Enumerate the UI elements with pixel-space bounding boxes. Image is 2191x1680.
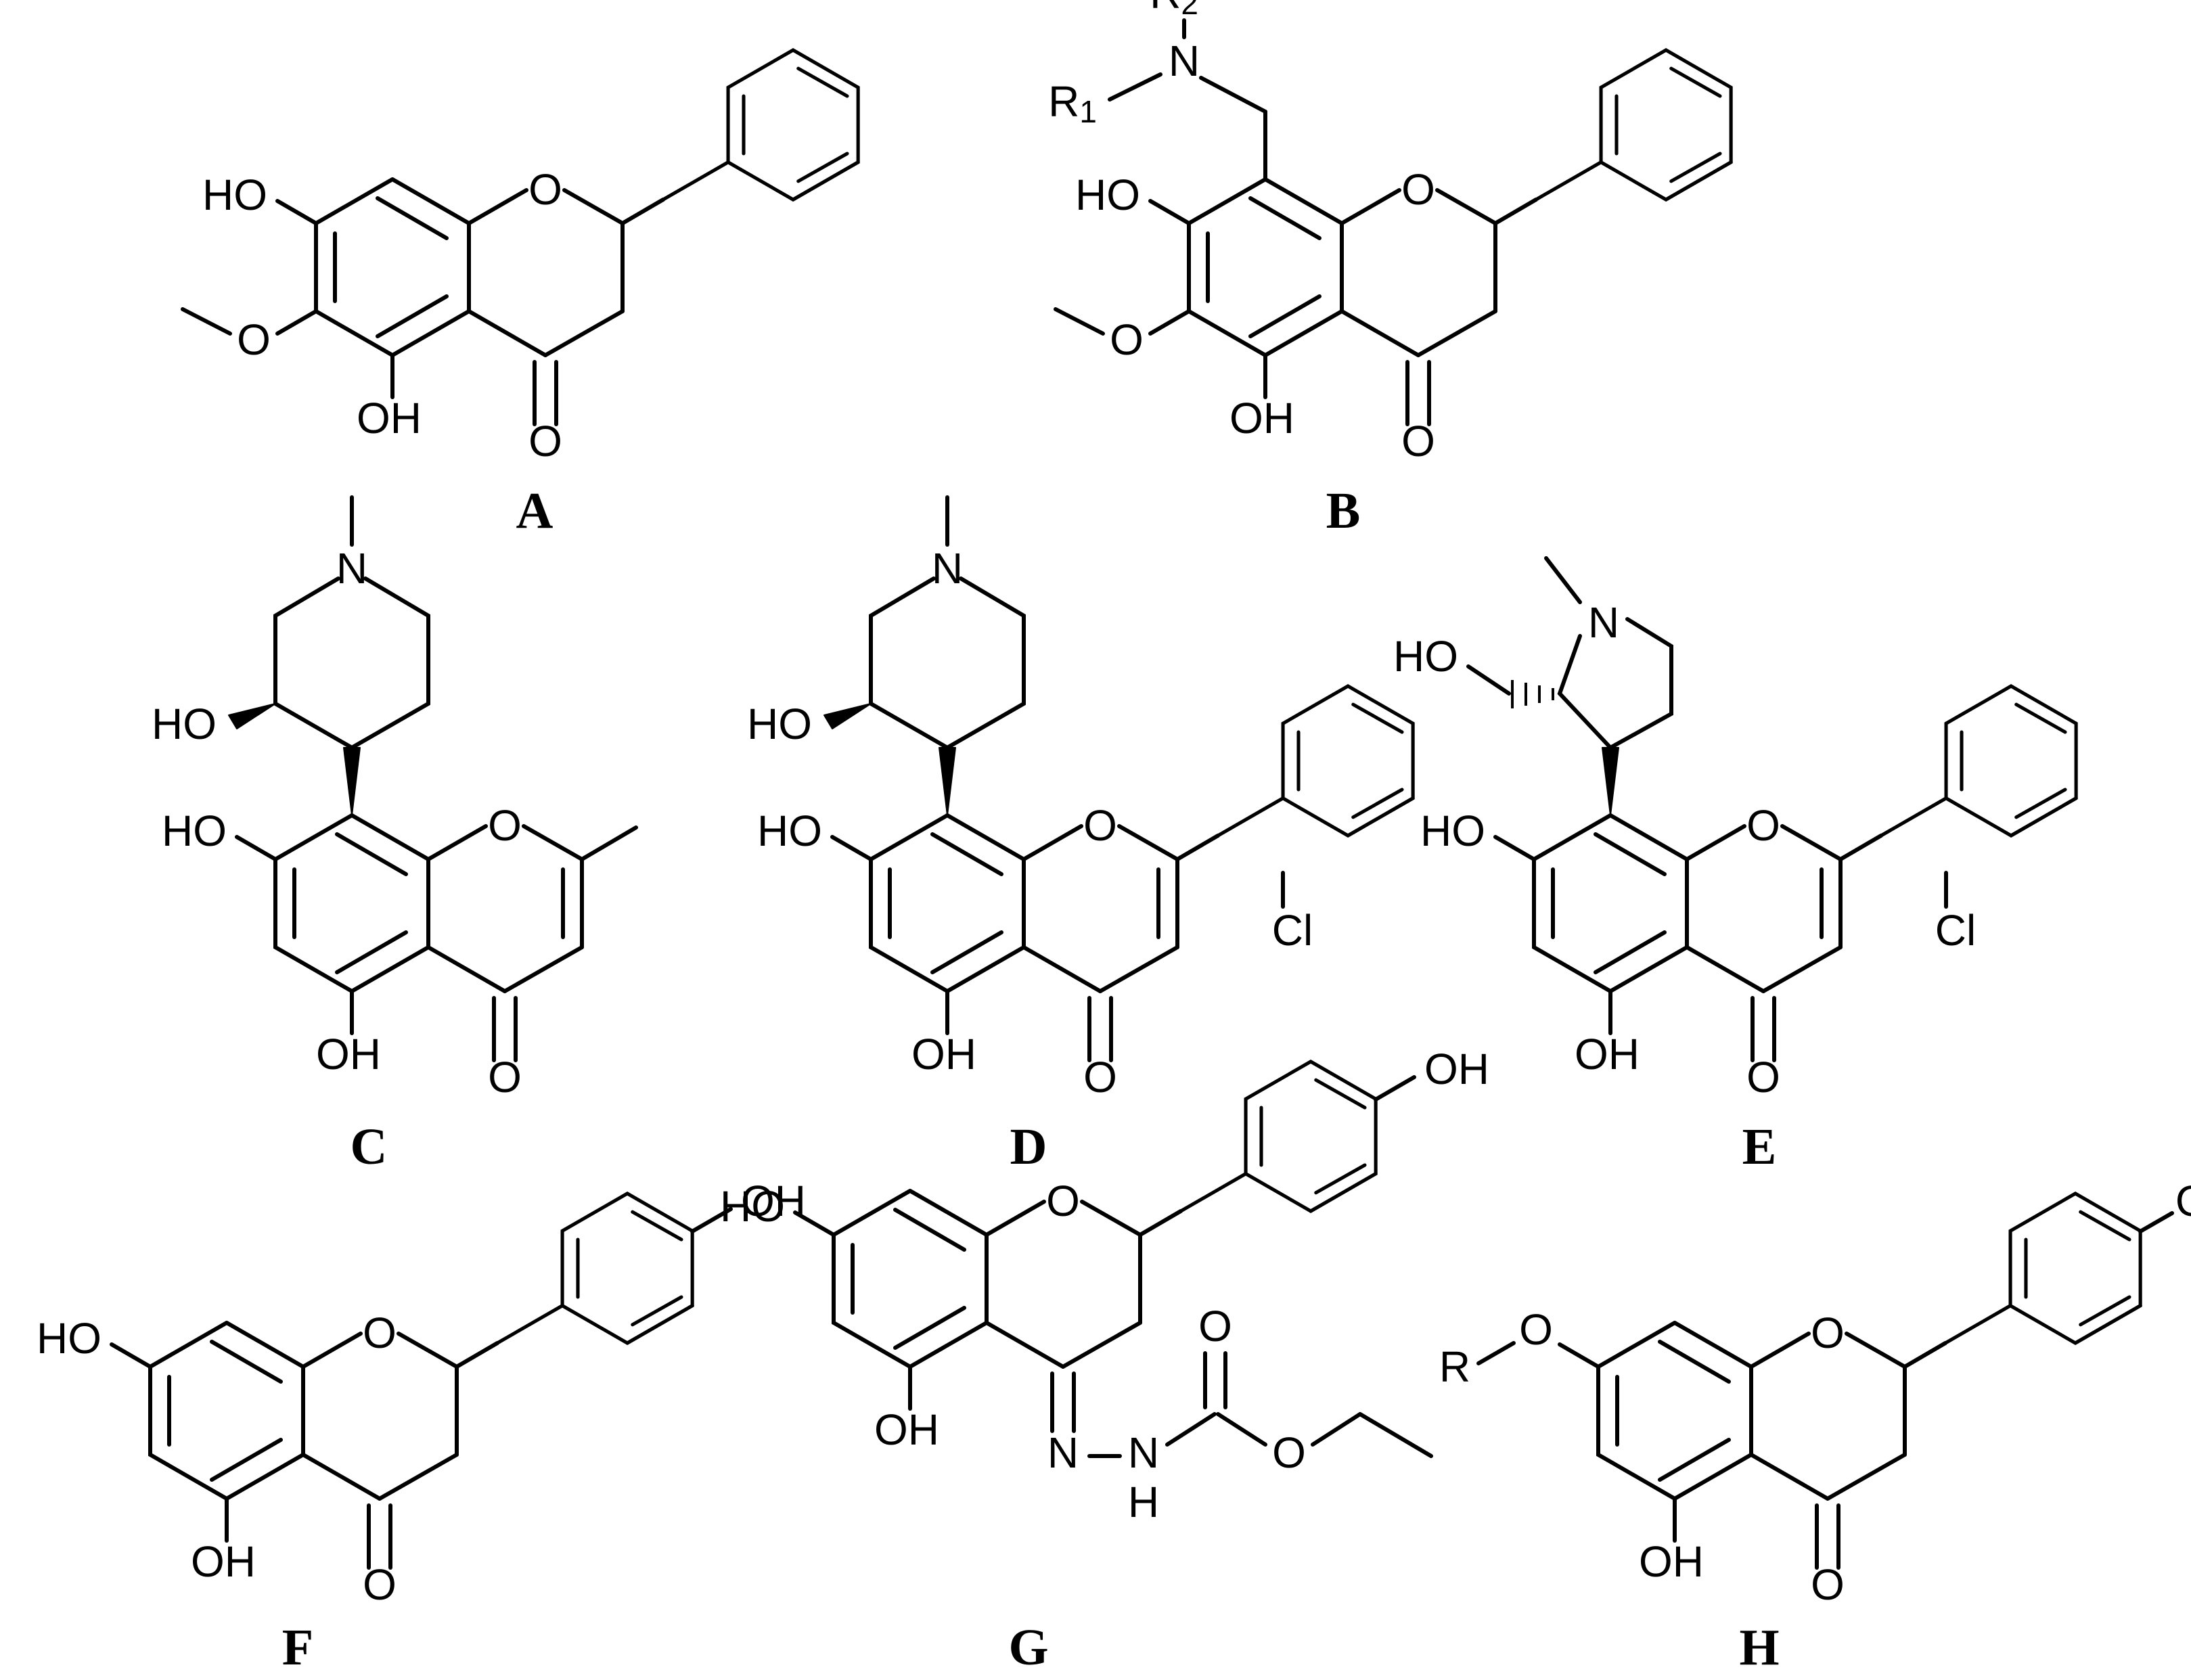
r2-group: R2: [1150, 0, 1198, 21]
carbonyl-oxygen: O: [1811, 1560, 1845, 1609]
compound-label-b: B: [1326, 482, 1361, 539]
chloro-substituent: Cl: [1935, 906, 1976, 955]
compound-h: O O O R OH OH: [1439, 1177, 2191, 1609]
r-group: R: [1439, 1342, 1470, 1391]
chloro-substituent: Cl: [1272, 906, 1313, 955]
compound-label-h: H: [1739, 1619, 1779, 1676]
hydroxyl-7: HO: [720, 1182, 785, 1231]
compound-e: O O HO OH N HO Cl: [1393, 556, 2076, 1102]
hydroxyl-4-prime: OH: [2175, 1177, 2191, 1225]
hydroxyl-3-prime: HO: [152, 700, 217, 748]
imine-nitrogen: N: [1047, 1428, 1079, 1477]
hydroxyl-5: OH: [1229, 394, 1294, 442]
compound-label-f: F: [282, 1619, 313, 1676]
methoxy-oxygen: O: [237, 315, 271, 364]
carbonyl-oxygen: O: [1746, 1053, 1780, 1102]
ring-oxygen: O: [1746, 801, 1780, 850]
ether-oxygen: O: [1519, 1305, 1553, 1354]
hydroxyl-7: HO: [1075, 171, 1140, 219]
hydroxymethyl-oh: HO: [1393, 632, 1458, 681]
carbonyl-oxygen: O: [528, 417, 562, 466]
ring-oxygen: O: [1401, 165, 1435, 214]
hydroxyl-5: OH: [357, 394, 422, 442]
carbonyl-oxygen: O: [1083, 1053, 1117, 1102]
hydroxyl-5: OH: [874, 1405, 939, 1454]
hydroxyl-5: OH: [1575, 1030, 1640, 1079]
amine-nitrogen: N: [1169, 37, 1200, 85]
piperidine-nitrogen: N: [336, 544, 367, 593]
ring-oxygen: O: [1046, 1177, 1080, 1225]
compound-label-e: E: [1742, 1118, 1777, 1175]
hydrazide-nitrogen: N: [1128, 1428, 1159, 1477]
hydroxyl-7: HO: [1420, 807, 1485, 855]
compound-c: O O HO OH N HO: [152, 495, 638, 1102]
ring-oxygen: O: [1083, 801, 1117, 850]
r1-group: R1: [1048, 77, 1097, 129]
hydroxyl-7: HO: [757, 807, 822, 855]
ring-oxygen: O: [1811, 1309, 1845, 1357]
carbamate-carbonyl-oxygen: O: [1198, 1302, 1232, 1350]
hashed-bond: [1511, 680, 1554, 708]
hydroxyl-5: OH: [191, 1537, 256, 1586]
hydroxyl-5: OH: [316, 1030, 381, 1079]
piperidine-nitrogen: N: [932, 544, 963, 593]
compound-label-a: A: [516, 482, 554, 539]
hydroxyl-4-prime: OH: [741, 1177, 806, 1225]
compound-d: O O HO OH N HO Cl: [747, 495, 1413, 1102]
compound-label-g: G: [1008, 1619, 1048, 1676]
compound-f: O O HO OH OH: [37, 1177, 806, 1609]
methoxy-oxygen: O: [1110, 315, 1144, 364]
carbonyl-oxygen: O: [1401, 417, 1435, 466]
hydrazide-hydrogen: H: [1128, 1478, 1159, 1526]
ester-oxygen: O: [1272, 1428, 1306, 1477]
compound-b: O O HO O OH N R2 R1: [1048, 0, 1731, 466]
pyrrolidine-nitrogen: N: [1588, 598, 1619, 647]
compound-label-c: C: [351, 1118, 388, 1175]
compound-a: O O HO O OH: [181, 50, 858, 466]
hydroxyl-7: HO: [162, 807, 227, 855]
carbonyl-oxygen: O: [363, 1560, 397, 1609]
hydroxyl-7: HO: [202, 171, 267, 219]
hydroxyl-4-prime: OH: [1424, 1045, 1489, 1093]
hydroxyl-5: OH: [911, 1030, 976, 1079]
carbonyl-oxygen: O: [488, 1053, 522, 1102]
compound-label-d: D: [1010, 1118, 1047, 1175]
ring-oxygen: O: [528, 165, 562, 214]
compound-g: O HO OH N N H O O OH: [720, 1045, 1489, 1526]
ring-oxygen: O: [488, 801, 522, 850]
hydroxyl-5: OH: [1639, 1537, 1704, 1586]
hydroxyl-7: HO: [37, 1314, 101, 1363]
ring-oxygen: O: [363, 1309, 397, 1357]
hydroxyl-3-prime: HO: [747, 700, 812, 748]
